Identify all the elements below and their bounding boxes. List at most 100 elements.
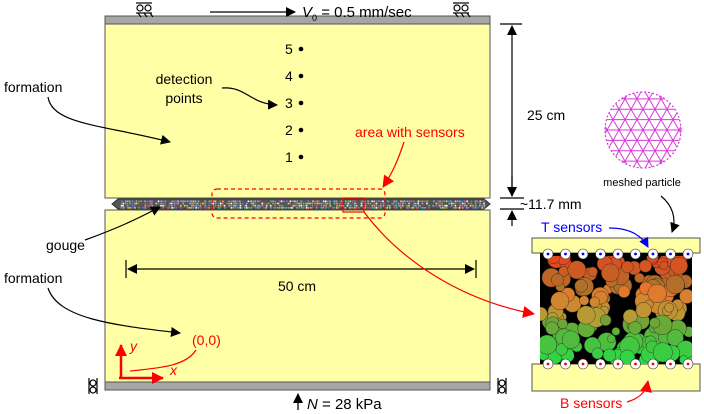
gouge-grain xyxy=(412,207,415,209)
gouge-grain xyxy=(234,204,237,207)
gouge-particle xyxy=(540,334,557,355)
gouge-grain xyxy=(408,202,410,205)
detection-point-marker xyxy=(298,154,304,160)
gouge-grain xyxy=(191,202,193,205)
gouge-grain xyxy=(333,202,336,205)
gouge-grain xyxy=(316,200,319,203)
gouge-grain xyxy=(199,204,202,207)
gouge-grain xyxy=(329,204,332,207)
gouge-grain xyxy=(177,202,180,205)
gouge-layer xyxy=(111,198,491,210)
sensor-area-annotation: area with sensors xyxy=(211,124,535,318)
gouge-grain xyxy=(420,200,422,203)
gouge-grain xyxy=(157,202,160,205)
gouge-grain xyxy=(126,202,129,205)
gouge-grain xyxy=(307,207,310,209)
gouge-grain xyxy=(147,204,149,207)
gouge-particle xyxy=(649,317,661,329)
gouge-grain xyxy=(289,202,292,205)
gouge-grain xyxy=(335,200,338,203)
gouge-grain xyxy=(138,207,140,209)
gouge-grain xyxy=(182,200,184,203)
gouge-grain xyxy=(219,202,222,205)
gouge-grain xyxy=(445,200,448,203)
gouge-particle xyxy=(545,321,559,335)
gouge-grain xyxy=(149,200,152,203)
gouge-grain xyxy=(234,200,237,203)
gouge-grain xyxy=(278,207,281,209)
gouge-grain xyxy=(179,204,182,207)
gouge-grain xyxy=(426,202,428,205)
gouge-grain xyxy=(221,202,224,205)
gouge-grain xyxy=(419,204,422,207)
svg-text:N = 28 kPa: N = 28 kPa xyxy=(307,396,382,413)
gouge-grain xyxy=(250,207,253,209)
gouge-grain xyxy=(296,204,298,207)
gouge-grain xyxy=(481,200,483,203)
gouge-grain xyxy=(142,207,144,209)
gouge-grain xyxy=(415,207,418,209)
formation-bottom-label: formation xyxy=(4,270,62,286)
b-sensor-dot xyxy=(634,362,637,366)
gouge-grain xyxy=(435,204,437,207)
gouge-grain xyxy=(446,204,448,207)
bottom-platen xyxy=(88,378,507,394)
gouge-grain xyxy=(190,207,193,209)
gouge-grain xyxy=(439,202,441,205)
detection-points: 5 4 3 2 1 xyxy=(285,41,304,165)
gouge-grain xyxy=(346,204,349,207)
gouge-grain xyxy=(120,200,123,203)
detection-point-label: 1 xyxy=(285,149,293,165)
gouge-grain xyxy=(197,200,200,203)
meshed-particle-arrow xyxy=(660,195,680,233)
gouge-grain xyxy=(305,207,308,209)
gouge-grain xyxy=(397,202,400,205)
gouge-grain xyxy=(325,200,327,203)
gouge-particle xyxy=(639,259,652,273)
gouge-grain xyxy=(239,207,242,209)
gouge-grain xyxy=(388,207,391,209)
gouge-particle xyxy=(589,296,601,308)
mesh-edge xyxy=(524,70,593,190)
gouge-grain xyxy=(369,202,372,205)
gouge-particle xyxy=(540,306,548,322)
gouge-grain xyxy=(406,207,409,209)
gouge-grain xyxy=(208,207,211,209)
detection-point-label: 2 xyxy=(285,122,293,138)
gouge-grain xyxy=(338,202,341,205)
gouge-grain xyxy=(404,202,406,205)
gouge-grain xyxy=(393,207,396,209)
gouge-grain xyxy=(311,202,314,205)
gouge-grain xyxy=(202,202,204,205)
gouge-grain xyxy=(219,200,222,203)
gouge-grain xyxy=(285,200,288,203)
detection-point-marker xyxy=(298,46,304,52)
gouge-grain xyxy=(270,200,272,203)
gouge-grain xyxy=(265,207,268,209)
gouge-grain xyxy=(160,200,163,203)
gouge-grain xyxy=(463,200,466,203)
detection-points-label-line1: detection xyxy=(156,71,213,87)
meshed-particle-label: meshed particle xyxy=(603,177,681,189)
gouge-grain xyxy=(415,204,417,207)
formation-top-arrow xyxy=(47,96,171,145)
gouge-grain xyxy=(305,204,308,207)
gouge-grain xyxy=(160,204,162,207)
gouge-grain xyxy=(177,200,179,203)
gouge-grain xyxy=(173,200,175,203)
gouge-grain xyxy=(192,204,195,207)
gouge-grain xyxy=(408,207,411,209)
gouge-grain xyxy=(452,202,455,205)
gouge-grain xyxy=(175,207,178,209)
gouge-particle xyxy=(628,321,642,335)
t-sensor-dot xyxy=(651,252,655,256)
gouge-grain xyxy=(318,200,320,203)
length-dimension: 50 cm xyxy=(125,260,477,294)
gouge-grain xyxy=(369,207,371,209)
gouge-grain xyxy=(235,202,237,205)
gouge-grain xyxy=(443,207,446,209)
gouge-grain xyxy=(149,204,151,207)
gouge-grain xyxy=(419,207,422,209)
gouge-grain xyxy=(234,207,237,209)
gouge-grain xyxy=(373,204,375,207)
